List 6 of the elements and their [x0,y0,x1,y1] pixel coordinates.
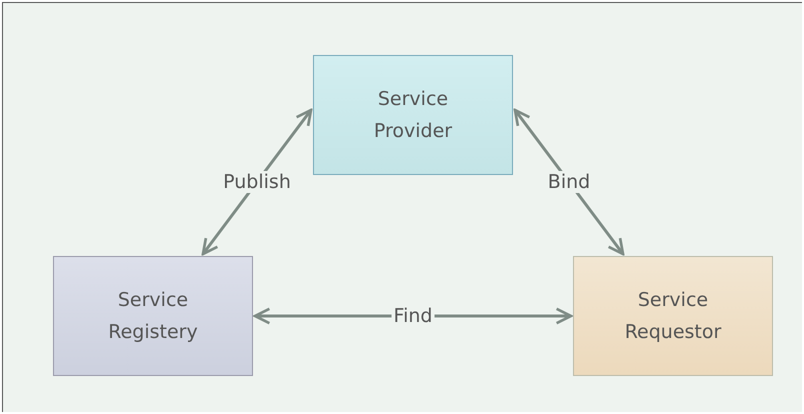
service-box [313,55,513,175]
box-label: Service Registery [107,288,199,345]
box-label: Service Provider [372,87,454,144]
service-box [53,256,253,376]
box-label: Service Requestor [624,288,722,345]
service-box [573,256,773,376]
